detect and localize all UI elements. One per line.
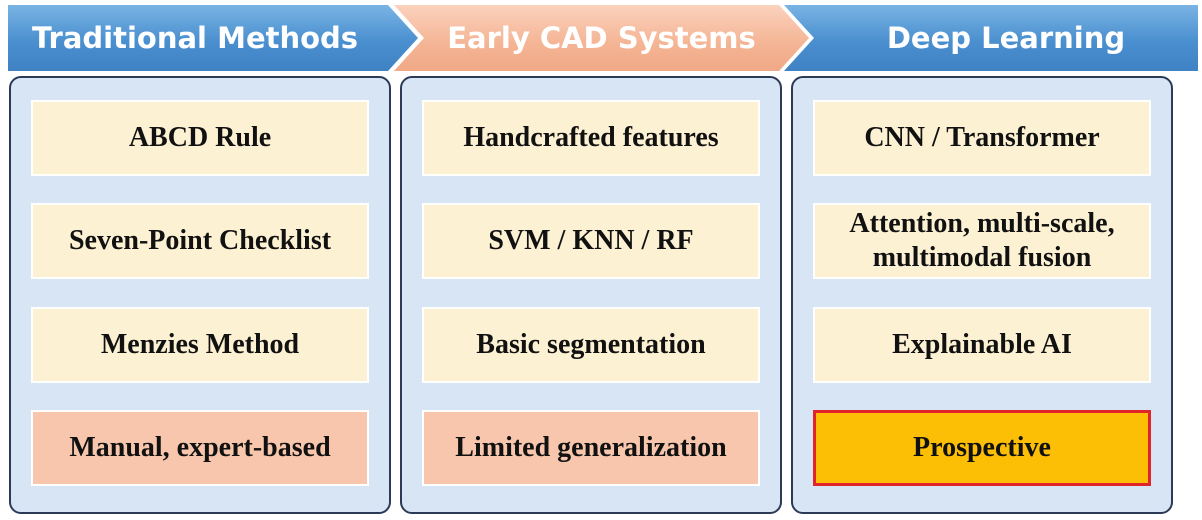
limitation-label: Manual, expert-based — [69, 432, 331, 464]
stage-header-traditional-methods: Traditional Methods — [8, 5, 418, 71]
stage-header-label: Deep Learning — [886, 21, 1126, 55]
stage-header-label: Traditional Methods — [31, 21, 359, 55]
limitation-box: Manual, expert-based — [31, 410, 369, 486]
method-box: Seven-Point Checklist — [31, 203, 369, 279]
method-label: Attention, multi-scale, multimodal fusio… — [849, 208, 1115, 273]
method-box: Attention, multi-scale, multimodal fusio… — [813, 203, 1151, 279]
stage-header-deep-learning: Deep Learning — [784, 5, 1198, 71]
method-box: Menzies Method — [31, 307, 369, 383]
method-label: Handcrafted features — [463, 122, 719, 154]
method-label: Explainable AI — [892, 329, 1072, 361]
stage-panel-early-cad-systems: Handcrafted features SVM / KNN / RF Basi… — [400, 76, 782, 514]
method-label: ABCD Rule — [128, 122, 272, 154]
method-box: SVM / KNN / RF — [422, 203, 760, 279]
stage-header-early-cad-systems: Early CAD Systems — [394, 5, 809, 71]
method-label: Basic segmentation — [476, 329, 706, 361]
method-label: Seven-Point Checklist — [68, 225, 332, 257]
stage-header-label: Early CAD Systems — [447, 21, 756, 55]
method-box: Explainable AI — [813, 307, 1151, 383]
limitation-label: Limited generalization — [455, 432, 727, 464]
stage-panel-traditional-methods: ABCD Rule Seven-Point Checklist Menzies … — [9, 76, 391, 514]
limitation-box: Limited generalization — [422, 410, 760, 486]
method-label: SVM / KNN / RF — [488, 225, 694, 257]
method-label: Menzies Method — [100, 329, 300, 361]
method-box: Basic segmentation — [422, 307, 760, 383]
prospective-box: Prospective — [813, 410, 1151, 486]
method-box: Handcrafted features — [422, 100, 760, 176]
prospective-label: Prospective — [913, 432, 1051, 464]
method-label: CNN / Transformer — [864, 122, 1100, 154]
method-box: ABCD Rule — [31, 100, 369, 176]
stage-panel-deep-learning: CNN / Transformer Attention, multi-scale… — [791, 76, 1173, 514]
method-box: CNN / Transformer — [813, 100, 1151, 176]
